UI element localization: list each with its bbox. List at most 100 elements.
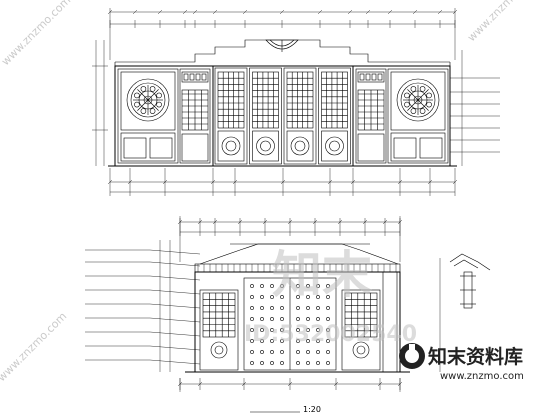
linework [397,219,403,225]
linework [262,219,268,225]
linework [134,92,140,99]
linework [408,90,428,110]
linework [365,73,371,81]
brand-logo-icon [399,343,425,369]
linework [232,179,238,185]
linework [350,179,356,185]
lower-section-detail [439,253,491,372]
linework [260,140,271,152]
linework [296,284,300,288]
upper-right-lattice-strip [355,68,387,164]
linework [427,179,433,185]
linework [283,67,317,165]
linework [306,284,310,288]
linework [260,284,264,288]
linework [140,86,147,92]
lower-top-dimensions [177,216,403,262]
linework [127,179,133,185]
linework [214,67,248,165]
linework [306,339,310,343]
linework [296,350,300,354]
linework [316,306,320,310]
linework [149,317,201,323]
upper-right-annotations [450,50,500,166]
linework [382,219,388,225]
linework [143,95,153,105]
linework [286,130,314,162]
linework [270,350,274,354]
linework [407,89,419,101]
linework [321,71,348,129]
linework [270,339,274,343]
lower-right-door [341,289,381,371]
linework [404,101,410,108]
linework [221,136,241,156]
linework [306,295,310,299]
linework [407,99,419,111]
linework [250,306,254,310]
lower-bottom-dimensions [177,378,403,392]
linework [270,306,274,310]
linework [280,179,286,185]
linework [252,71,279,129]
linework [410,108,417,114]
linework [287,219,293,225]
upper-right-panel [387,68,449,164]
linework [192,9,198,15]
linework [182,9,188,15]
linework [134,101,140,108]
lower-roof [194,243,401,273]
watermark-top-left: www.znzmo.com [0,0,73,68]
upper-top-dimensions [107,8,458,60]
linework [270,361,274,365]
linework [325,136,344,156]
linework [318,67,351,165]
linework [280,284,284,288]
linework [296,306,300,310]
linework [270,284,274,288]
linework [140,108,147,114]
linework [280,295,284,299]
linework [270,295,274,299]
watermark-bottom-left: www.znzmo.com [0,310,69,384]
linework [359,73,365,81]
lower-left-annotations [85,240,201,372]
linework [452,179,458,185]
linework [329,140,340,152]
linework [326,350,330,354]
linework [280,339,284,343]
linework [249,67,282,165]
lower-left-door [199,289,239,371]
linework [419,86,426,92]
linework [326,328,330,332]
linework [250,295,254,299]
linework [294,140,306,152]
linework [149,261,201,267]
linework [280,328,284,332]
linework [217,130,245,162]
linework [316,317,320,321]
linework [404,92,410,99]
upper-left-dimensions [92,40,108,166]
linework [362,219,368,225]
linework [327,179,333,185]
linework [279,9,285,15]
linework [280,350,284,354]
linework [149,249,201,255]
linework [156,92,162,99]
lower-central-door [243,277,337,371]
upper-left-lattice-strip [179,68,211,164]
linework [201,73,207,81]
linework [147,89,159,101]
lower-elevation: 1:20 [85,216,491,414]
linework [426,101,432,108]
linework [157,9,163,15]
linework [149,359,201,365]
linework [256,136,275,156]
linework [270,317,274,321]
linework [197,219,203,225]
linework [156,101,162,108]
linework [149,331,201,337]
linework [316,328,320,332]
